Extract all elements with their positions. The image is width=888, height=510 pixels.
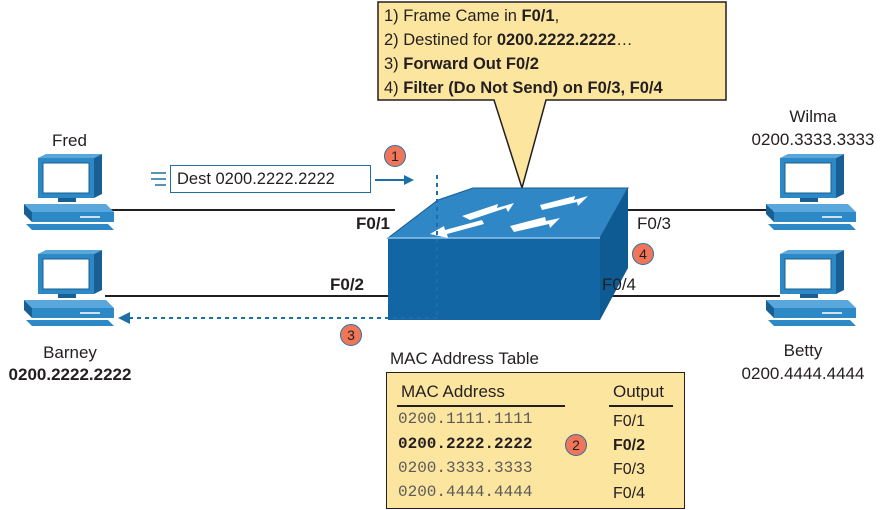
callout-box (377, 1, 727, 191)
port-f01-label: F0/1 (356, 214, 391, 233)
mac-row-1-mac: 0200.1111.1111 (398, 410, 533, 428)
mac-row-3-output: F0/3 (613, 461, 646, 478)
callout-line-1: 1) Frame Came in F0/1, (384, 4, 724, 28)
fred-name: Fred (52, 131, 87, 150)
callout-line-2-bold: 0200.2222.2222 (496, 31, 617, 49)
switch-top (386, 187, 629, 239)
switch-front (388, 238, 600, 320)
callout-line-1-prefix: 1) Frame Came in (384, 7, 522, 25)
output-header-rule (609, 405, 673, 407)
callout-line-2-suffix: … (616, 31, 633, 49)
step-1-badge: 1 (384, 145, 406, 167)
frame-dest-label: Dest 0200.2222.2222 (170, 165, 371, 193)
betty-mac: 0200.4444.4444 (741, 364, 865, 383)
mac-table-title: MAC Address Table (390, 349, 539, 368)
mac-row-2-mac: 0200.2222.2222 (398, 435, 533, 453)
barney-computer-icon (24, 250, 114, 326)
callout-line-3-prefix: 3) (384, 55, 404, 73)
switch-side (600, 188, 628, 320)
fred-computer-icon (24, 154, 114, 230)
wilma-computer-icon (766, 154, 856, 230)
callout-line-2: 2) Destined for 0200.2222.2222… (384, 28, 724, 52)
callout-line-4-prefix: 4) (384, 79, 404, 97)
callout-text: 1) Frame Came in F0/1, 2) Destined for 0… (384, 4, 724, 100)
port-f03-label: F0/3 (637, 214, 672, 233)
mac-row-4-mac: 0200.4444.4444 (398, 483, 533, 501)
betty-computer-icon (766, 250, 856, 326)
port-f04-label: F0/4 (602, 275, 637, 294)
mac-row-4-output: F0/4 (613, 485, 646, 502)
wilma-name: Wilma (789, 107, 837, 126)
callout-line-1-suffix: , (554, 7, 560, 25)
mac-table-header-output: Output (613, 382, 665, 401)
callout-line-4-bold: Filter (Do Not Send) on F0/3, F0/4 (403, 79, 663, 97)
callout-line-1-bold: F0/1 (521, 7, 555, 25)
callout-line-3: 3) Forward Out F0/2 (384, 52, 724, 76)
betty-name: Betty (783, 341, 823, 360)
wilma-mac: 0200.3333.3333 (751, 130, 875, 149)
callout-line-3-bold: Forward Out F0/2 (403, 55, 539, 73)
step-4-badge: 4 (632, 243, 654, 265)
step-2-badge: 2 (565, 434, 587, 456)
mac-row-2-output: F0/2 (613, 437, 646, 454)
callout-line-4: 4) Filter (Do Not Send) on F0/3, F0/4 (384, 76, 724, 100)
step-3-badge: 3 (340, 324, 362, 346)
barney-mac: 0200.2222.2222 (8, 365, 132, 384)
mac-row-1-output: F0/1 (613, 413, 646, 430)
port-f02-label: F0/2 (330, 275, 365, 294)
switch (386, 187, 629, 320)
switching-arrows-icon (430, 196, 588, 238)
barney-name: Barney (43, 343, 97, 362)
mac-header-rule (397, 405, 565, 407)
mac-row-3-mac: 0200.3333.3333 (398, 459, 533, 477)
mac-address-table: MAC Address Output 0200.1111.1111 F0/1 0… (386, 372, 685, 509)
incoming-frame-arrow (151, 172, 414, 186)
callout-line-2-prefix: 2) Destined for (384, 31, 497, 49)
mac-table-header-mac: MAC Address (401, 382, 505, 401)
forward-path-dashed-arrow (118, 175, 438, 324)
